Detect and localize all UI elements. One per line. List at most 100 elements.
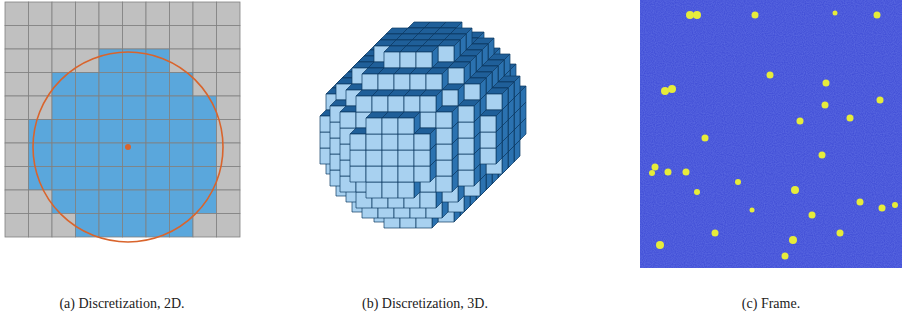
voxel-side	[474, 100, 480, 122]
particle	[661, 87, 669, 95]
grid-cell	[217, 2, 241, 26]
voxel-front	[464, 84, 480, 100]
particle	[702, 135, 709, 142]
grid-cell	[29, 49, 53, 73]
grid-cell	[193, 2, 217, 26]
grid-cell	[5, 143, 29, 167]
particle	[686, 11, 694, 19]
grid-cell	[193, 143, 217, 167]
particle	[833, 11, 838, 16]
grid-cell	[123, 120, 147, 144]
grid-cell	[146, 96, 170, 120]
voxel-side	[460, 34, 466, 56]
particle	[652, 164, 659, 171]
subfigure-caption: (b) Discretization, 3D.	[362, 296, 488, 312]
frame-noise	[640, 0, 902, 268]
voxel-side	[486, 72, 492, 94]
grid-cell	[5, 96, 29, 120]
voxel-side	[452, 106, 458, 128]
particle	[649, 170, 655, 176]
grid-cell	[193, 49, 217, 73]
particle	[892, 202, 898, 208]
grid-cell	[29, 96, 53, 120]
particle	[782, 253, 789, 260]
particle	[809, 212, 816, 219]
voxel-front	[438, 46, 454, 62]
grid-cell	[217, 73, 241, 97]
voxel-front	[362, 74, 378, 90]
voxel-side	[508, 82, 514, 104]
grid-cell	[99, 96, 123, 120]
subfigure-caption: (c) Frame.	[742, 296, 800, 312]
voxel-front	[366, 118, 382, 134]
grid-cell	[170, 73, 194, 97]
grid-cell	[193, 26, 217, 50]
grid-cell	[123, 26, 147, 50]
grid-cell	[52, 143, 76, 167]
grid-cell	[29, 214, 53, 238]
grid-cell	[123, 214, 147, 238]
voxel-front	[382, 166, 398, 182]
particle	[874, 12, 881, 19]
voxel-side	[504, 54, 510, 76]
particle	[683, 169, 690, 176]
subfigure-caption: (a) Discretization, 2D.	[59, 296, 184, 312]
grid-2d	[5, 2, 240, 242]
voxel-front	[420, 96, 436, 112]
voxel-front	[436, 176, 452, 192]
particle	[822, 102, 829, 109]
voxel-front	[356, 96, 372, 112]
grid-cell	[170, 167, 194, 191]
grid-cell	[52, 49, 76, 73]
grid-cell	[76, 26, 100, 50]
grid-cell	[146, 143, 170, 167]
grid-cell	[29, 167, 53, 191]
grid-cell	[123, 2, 147, 26]
grid-cell	[123, 190, 147, 214]
voxel-front	[398, 118, 414, 134]
voxel-front	[458, 154, 474, 170]
grid-cell	[52, 190, 76, 214]
voxel-front	[486, 94, 502, 110]
grid-cell	[52, 26, 76, 50]
grid-cell	[217, 49, 241, 73]
grid-cell	[29, 73, 53, 97]
grid-cell	[5, 120, 29, 144]
particle	[797, 118, 804, 125]
grid-cell	[217, 96, 241, 120]
grid-cell	[146, 167, 170, 191]
voxel-side	[454, 40, 460, 62]
voxel-front	[436, 160, 452, 176]
grid-cell	[76, 96, 100, 120]
circle-outline	[33, 52, 223, 242]
voxel-front	[480, 148, 496, 164]
voxel-side	[436, 90, 442, 112]
voxel-side	[464, 62, 470, 84]
voxel-front	[420, 112, 436, 128]
voxel-front	[382, 118, 398, 134]
grid-cell	[99, 143, 123, 167]
voxel-front	[366, 134, 382, 150]
voxel-front	[366, 166, 382, 182]
particle	[767, 72, 774, 79]
voxel-side	[488, 38, 494, 60]
particle	[877, 97, 884, 104]
voxel-side	[432, 46, 438, 68]
voxel-side	[482, 44, 488, 66]
particle	[857, 199, 864, 206]
grid-cell	[29, 2, 53, 26]
voxel-front	[378, 74, 394, 90]
grid-cell	[5, 2, 29, 26]
voxel-front	[372, 96, 388, 112]
grid-cell	[29, 143, 53, 167]
grid-cell	[193, 96, 217, 120]
particle	[735, 179, 741, 185]
grid-cell	[217, 190, 241, 214]
grid-cell	[5, 167, 29, 191]
grid-cell	[170, 143, 194, 167]
voxel-front	[410, 74, 426, 90]
particle	[819, 152, 826, 159]
particle	[789, 236, 797, 244]
particle	[823, 80, 830, 87]
